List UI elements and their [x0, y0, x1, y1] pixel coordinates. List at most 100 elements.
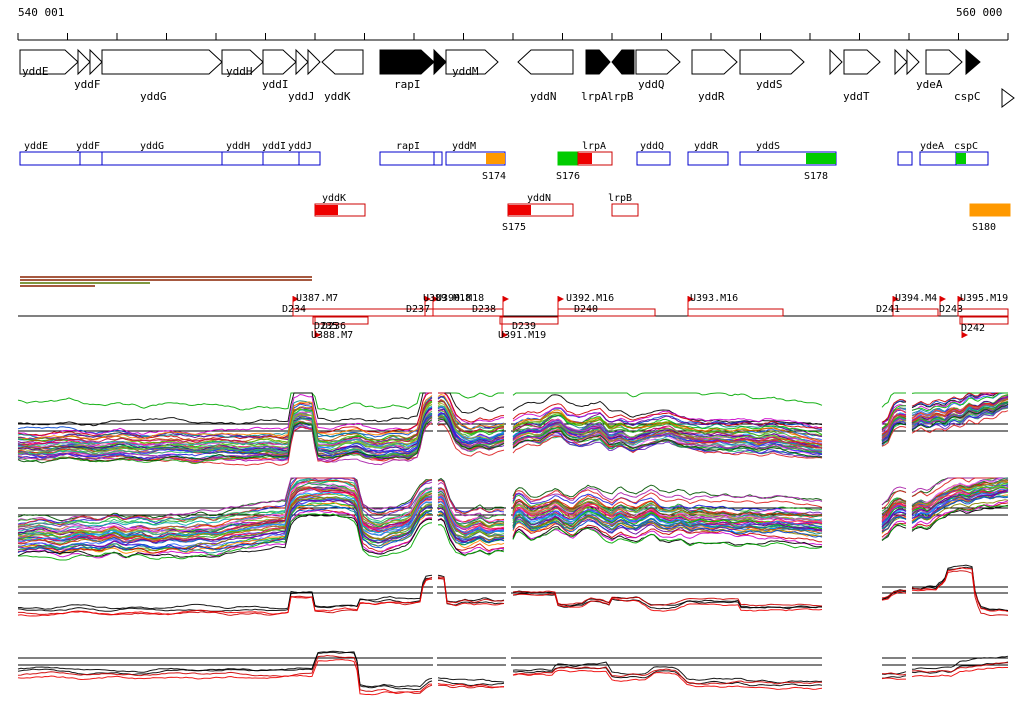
annotation-track-2-box-yddN-fill [508, 205, 531, 215]
gene-glyph-lrpB[interactable] [611, 49, 635, 75]
signal-series [17, 650, 1009, 691]
annotation-track-1-box-13[interactable] [897, 151, 913, 166]
segment-label-U394.M4: U394.M4 [895, 293, 937, 304]
gene-chevron[interactable] [89, 48, 103, 76]
signal-series [17, 477, 1008, 526]
signal-panel-1 [17, 392, 1009, 467]
annotation-track-1-box-yddJ[interactable] [298, 151, 321, 166]
gene-glyph-yddR[interactable] [691, 49, 738, 75]
annotation-track-1-box-yddH-label: yddH [226, 141, 250, 152]
signal-series [17, 399, 1009, 449]
segment-rect-above[interactable] [687, 308, 784, 317]
gene-label-ydeA: ydeA [916, 78, 943, 91]
signal-series [17, 658, 1008, 696]
segment-flag [558, 296, 564, 302]
gene-glyph-cspC[interactable] [925, 49, 963, 75]
signal-series [17, 489, 1009, 546]
gene-chevron[interactable] [295, 48, 309, 76]
signal-series [17, 489, 1009, 551]
signal-series [17, 394, 1009, 442]
gene-glyph-rapI[interactable] [379, 49, 435, 75]
annotation-track-1-box-yddE[interactable] [19, 151, 81, 166]
gene-glyph-yddS[interactable] [739, 49, 805, 75]
gene-chevron[interactable] [829, 48, 843, 76]
gene-glyph-yddE[interactable] [19, 49, 79, 75]
signal-series [17, 477, 1008, 524]
gene-glyph-yddM[interactable] [445, 49, 499, 75]
annotation-track-1-box-ydeA[interactable] [919, 151, 957, 166]
segment-label-D241: D241 [876, 304, 900, 315]
gene-glyph-ydeA[interactable] [894, 48, 920, 76]
segment-rect-below[interactable] [959, 316, 1009, 325]
annotation-track-1-box-S176[interactable] [557, 151, 579, 166]
annotation-track-2-box-lrpB[interactable] [611, 203, 639, 217]
annotation-track-1-box-yddR[interactable] [687, 151, 729, 166]
annotation-track-1-box-yddG-label: yddG [140, 141, 164, 152]
gene-glyph-yddK[interactable] [321, 49, 364, 75]
gene-glyph-yddT[interactable] [829, 48, 881, 76]
signal-series [17, 490, 1009, 545]
gene-glyph-yddH[interactable] [221, 49, 264, 75]
rapI-second-arrowhead[interactable] [433, 48, 447, 76]
segment-label-D234: D234 [282, 304, 306, 315]
segment-label-D235: D235 [314, 321, 338, 332]
gene-label-yddF: yddF [74, 78, 101, 91]
annotation-track-1-box-yddH[interactable] [221, 151, 264, 166]
annotation-track-1-box-yddM-sublabel: S174 [482, 171, 506, 182]
annotation-track-1-box-yddQ[interactable] [636, 151, 671, 166]
signal-series [17, 477, 1009, 536]
gene-label-yddH: yddH [226, 65, 253, 78]
signal-series [17, 403, 1009, 464]
annotation-track-1-box-yddJ-label: yddJ [288, 141, 312, 152]
gene-label-yddJ: yddJ [288, 90, 315, 103]
annotation-track-1-box-yddI[interactable] [262, 151, 300, 166]
gene-glyph-yddI[interactable] [262, 49, 297, 75]
black-arrowhead-after-cspC[interactable] [965, 48, 981, 76]
annotation-track-1-box-yddE-label: yddE [24, 141, 48, 152]
signal-series [17, 564, 1009, 612]
gene-glyph-yddN[interactable] [517, 49, 574, 75]
ruler [17, 33, 1009, 41]
segment-rect-below[interactable] [312, 316, 369, 325]
segment-label-D236: D236 [322, 321, 346, 332]
annotation-track-2-box-S180[interactable] [969, 203, 1011, 217]
gene-glyph-yddF[interactable] [77, 48, 103, 76]
signal-panel-3 [17, 564, 1009, 617]
gene-glyph-yddJ[interactable] [295, 48, 321, 76]
gene-glyph-yddQ[interactable] [635, 49, 681, 75]
gene-label-lrpA: lrpA [581, 90, 608, 103]
coord-start-label: 540 001 [18, 6, 65, 19]
segment-flag [502, 332, 508, 338]
segment-label-D240: D240 [574, 304, 598, 315]
annotation-track-2-box-yddK-fill [315, 205, 338, 215]
annotation-track-1-box-yddG[interactable] [101, 151, 223, 166]
gene-chevron[interactable] [906, 48, 920, 76]
gene-chevron[interactable] [77, 48, 91, 76]
segment-flag [958, 296, 964, 302]
segment-rect-below[interactable] [499, 316, 559, 325]
segment-flag [425, 296, 431, 302]
annotation-track-2-box-yddK-label: yddK [322, 193, 346, 204]
annotation-track-2-box-yddN-sublabel: S175 [502, 222, 526, 233]
gene-chevron[interactable] [307, 48, 321, 76]
gene-glyph-yddG[interactable] [101, 49, 223, 75]
gene-label-rapI: rapI [394, 78, 421, 91]
continuation-chevron[interactable] [1001, 88, 1015, 108]
gene-glyph-lrpA[interactable] [585, 49, 611, 75]
gene-label-yddM: yddM [452, 65, 479, 78]
gene-chevron[interactable] [894, 48, 908, 76]
segment-rect-above[interactable] [957, 308, 1009, 317]
annotation-track-2-box-lrpB-label: lrpB [608, 193, 632, 204]
annotation-track-1-box-yddF[interactable] [79, 151, 103, 166]
annotation-track-1-box-yddI-label: yddI [262, 141, 286, 152]
segment-label-D239: D239 [512, 321, 536, 332]
annotation-track-1-box-yddS-label: yddS [756, 141, 780, 152]
segment-label-U392.M16: U392.M16 [566, 293, 614, 304]
annotation-track-1-box-yddS-sublabel: S178 [804, 171, 828, 182]
segment-flag [503, 296, 509, 302]
annotation-track-1-box-yddM-label: yddM [452, 141, 476, 152]
segment-rect-above[interactable] [557, 308, 656, 317]
annotation-track-1-box-rapI[interactable] [379, 151, 443, 166]
